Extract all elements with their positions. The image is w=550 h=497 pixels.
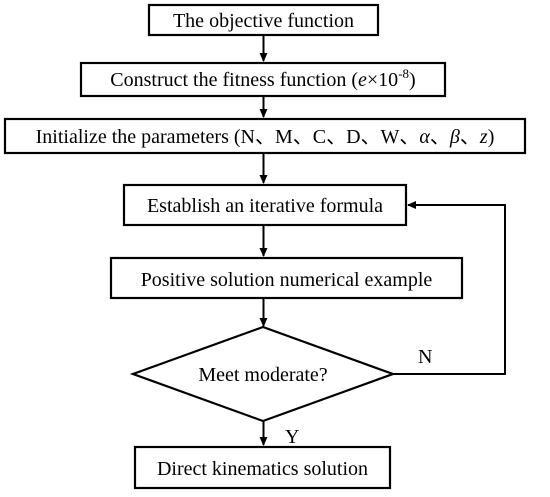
positive-solution-box: Positive solution numerical example	[109, 256, 464, 300]
no-label: N	[418, 346, 432, 368]
initialize-parameters-box: Initialize the parameters (N、M、C、D、W、α、β…	[3, 117, 527, 155]
iterative-formula-box: Establish an iterative formula	[122, 183, 408, 227]
meet-moderate-decision: Meet moderate?	[129, 325, 397, 423]
yes-label: Y	[285, 426, 299, 448]
objective-function-box: The objective function	[147, 3, 380, 37]
fitness-function-label: Construct the fitness function (e×10-8)	[110, 66, 415, 91]
direct-kinematics-box: Direct kinematics solution	[133, 445, 392, 490]
fitness-function-box: Construct the fitness function (e×10-8)	[79, 61, 447, 98]
positive-solution-label: Positive solution numerical example	[141, 269, 433, 291]
no-loop-arrow	[393, 201, 506, 375]
initialize-parameters-label: Initialize the parameters (N、M、C、D、W、α、β…	[36, 126, 495, 148]
iterative-formula-label: Establish an iterative formula	[147, 195, 383, 217]
meet-moderate-label: Meet moderate?	[198, 364, 327, 386]
objective-function-label: The objective function	[173, 10, 354, 32]
direct-kinematics-label: Direct kinematics solution	[157, 458, 368, 480]
